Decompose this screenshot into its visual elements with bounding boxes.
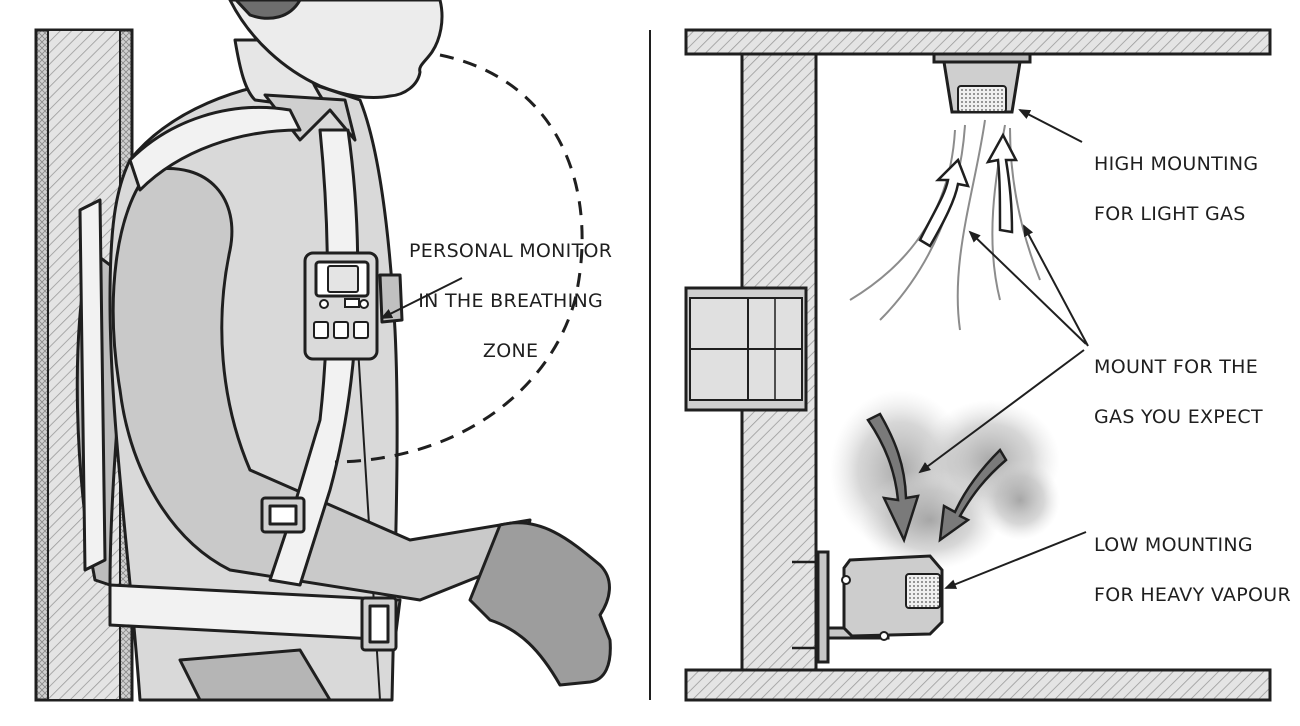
callout-arrow (380, 277, 463, 319)
rising-arrows (918, 132, 1019, 248)
personal-monitor-line-1: PERSONAL MONITOR (409, 240, 613, 262)
harness-strap-front (268, 128, 360, 587)
high-mounting-line-2: FOR LIGHT GAS (1094, 203, 1246, 225)
high-mount-arrow (1018, 109, 1083, 143)
expect-arrow-1 (968, 230, 1087, 345)
heavy-vapour-cloud (830, 390, 1060, 570)
floor (684, 668, 1272, 702)
expect-arrow-2 (1023, 224, 1089, 347)
wall-gas-detector-icon (792, 550, 944, 664)
right-panel (684, 28, 1272, 702)
head (228, 0, 444, 100)
duct-window (684, 286, 808, 412)
mount-expected-line-1: MOUNT FOR THE (1094, 356, 1259, 378)
falling-arrows (866, 412, 1008, 544)
ceiling (684, 28, 1272, 56)
glove (468, 521, 612, 687)
light-gas-streams (849, 119, 1041, 331)
worker-figure (75, 0, 612, 702)
ceiling-gas-detector-icon (932, 52, 1032, 114)
personal-monitor-line-3: ZONE (482, 340, 539, 362)
gas-monitor-icon (303, 251, 379, 361)
high-mounting-label: HIGH MOUNTING FOR LIGHT GAS (1094, 127, 1258, 252)
left-panel (34, 0, 612, 702)
low-mounting-line-1: LOW MOUNTING (1094, 534, 1253, 556)
harness-strap (128, 106, 302, 192)
arm (111, 167, 532, 602)
low-mount-arrow (944, 531, 1087, 589)
high-mounting-line-1: HIGH MOUNTING (1094, 153, 1259, 175)
low-mounting-label: LOW MOUNTING FOR HEAVY VAPOUR (1094, 508, 1291, 633)
mount-expected-label: MOUNT FOR THE GAS YOU EXPECT (1094, 330, 1263, 455)
personal-monitor-line-2: IN THE BREATHING (418, 290, 604, 312)
expect-arrow-3 (918, 349, 1085, 474)
mount-expected-line-2: GAS YOU EXPECT (1094, 406, 1263, 428)
low-mounting-line-2: FOR HEAVY VAPOUR (1094, 584, 1291, 606)
personal-monitor-label: PERSONAL MONITOR IN THE BREATHING ZONE (409, 214, 612, 389)
breathing-zone-arc (334, 53, 584, 464)
